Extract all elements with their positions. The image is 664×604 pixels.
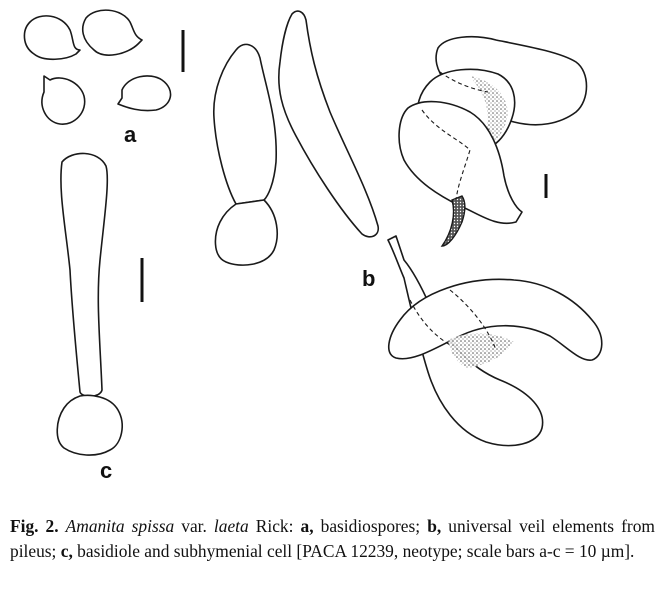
veil-cluster-dashed-outline-2 <box>439 71 489 93</box>
veil-cell-upper-left <box>213 43 278 205</box>
veil-cell-lower-left <box>214 199 278 266</box>
veil-cell-cluster-lower <box>398 100 523 225</box>
basidiospores-group: a <box>23 9 185 147</box>
caption-a-label: a, <box>300 516 314 536</box>
basidiole <box>60 152 109 398</box>
veil-cell-cluster-middle-shading <box>470 76 508 148</box>
subhymenial-cell <box>56 394 123 456</box>
veil-cell-chain-shading <box>448 333 514 368</box>
caption-c-label: c, <box>60 541 73 561</box>
panel-label-a: a <box>124 122 137 147</box>
figure-panel: a b c <box>23 9 603 483</box>
caption-a-text: basidiospores; <box>320 516 421 536</box>
basidiospore-3 <box>41 75 86 125</box>
universal-veil-elements-group: b <box>213 10 603 447</box>
figure-caption: Fig. 2. Amanita spissa var. laeta Rick: … <box>10 514 655 564</box>
panel-label-b: b <box>362 266 375 291</box>
basidiole-group: c <box>56 152 144 483</box>
caption-fig-label: Fig. 2. <box>10 516 59 536</box>
caption-b-text: universal veil elements from pileus; <box>10 516 655 561</box>
veil-cluster-dark-stalk <box>440 195 466 247</box>
caption-b-label: b, <box>427 516 442 536</box>
veil-chain-dashed-outline <box>409 289 497 351</box>
caption-c-text: basidiole and subhymenial cell [PACA 122… <box>77 541 635 561</box>
caption-author: Rick: <box>255 516 294 536</box>
basidiospore-2 <box>81 9 143 56</box>
basidiospore-4 <box>117 75 172 112</box>
veil-cell-long-spindle <box>277 10 380 238</box>
caption-species: Amanita spissa <box>65 516 175 536</box>
caption-rank: var. <box>181 516 207 536</box>
basidiospore-1 <box>23 15 81 61</box>
veil-cluster-dashed-outline <box>421 109 471 201</box>
caption-variety: laeta <box>213 516 249 536</box>
panel-label-c: c <box>100 458 112 483</box>
